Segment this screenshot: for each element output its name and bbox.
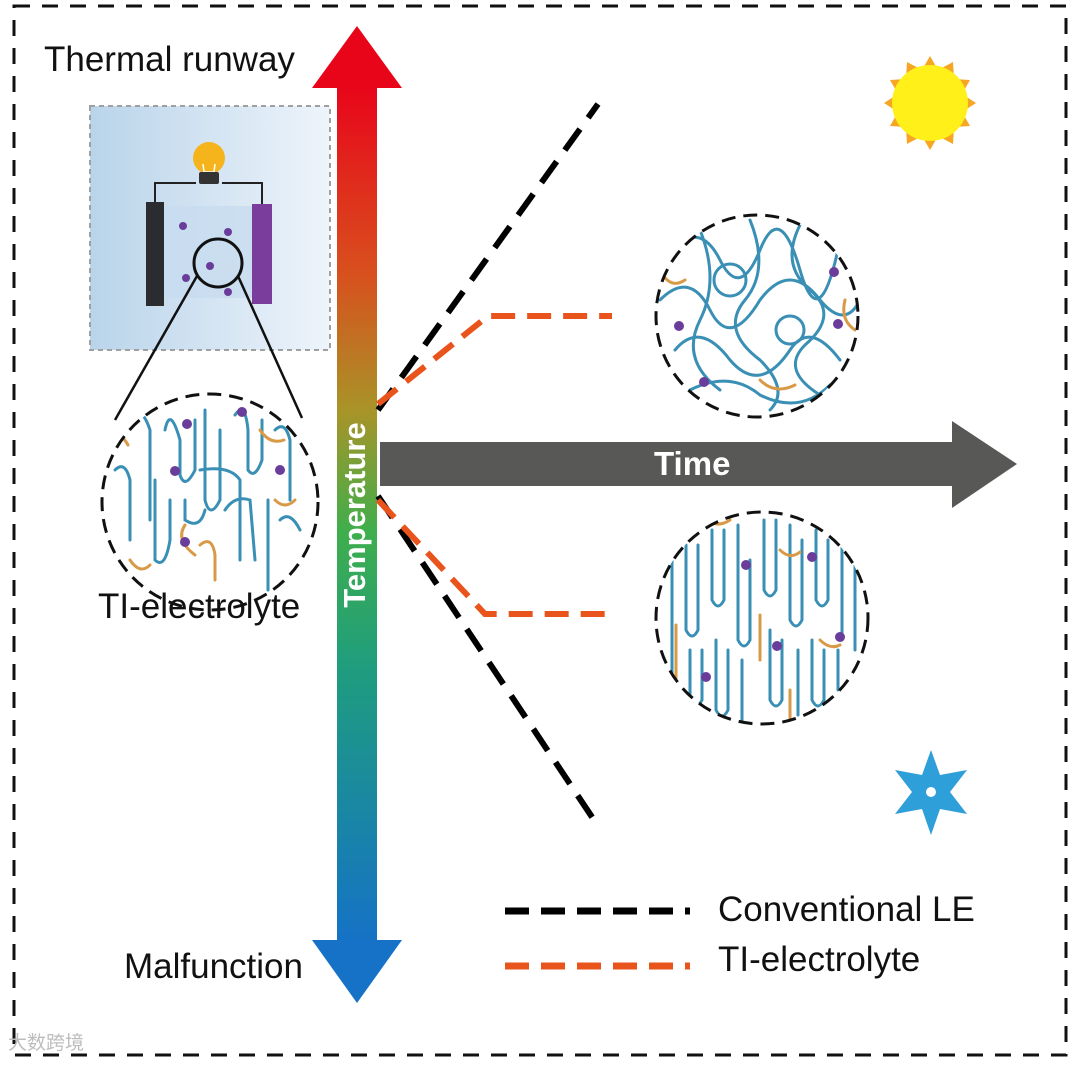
- time-arrow: [380, 421, 1017, 508]
- ti-cold-curve: [375, 497, 612, 617]
- thermal-runway-label: Thermal runway: [44, 40, 295, 79]
- malfunction-label: Malfunction: [124, 947, 303, 986]
- watermark: 大数跨境: [8, 1033, 85, 1054]
- snowflake-icon: [895, 750, 967, 835]
- ti-electrolyte-microstructure: [100, 392, 320, 612]
- conventional-hot-curve: [375, 102, 601, 412]
- battery-inset: [89, 105, 331, 351]
- sun-icon: [884, 56, 976, 150]
- hot-state-microstructure: [654, 213, 860, 419]
- ti-hot-curve: [376, 313, 612, 407]
- ti-electrolyte-caption: TI-electrolyte: [98, 587, 301, 626]
- zoom-line-left: [113, 275, 199, 421]
- zoom-line-right: [236, 275, 304, 419]
- cold-state-microstructure: [654, 510, 870, 726]
- time-axis-label: Time: [654, 445, 731, 482]
- conventional-cold-curve: [375, 494, 601, 828]
- temperature-arrow: [312, 26, 402, 1003]
- outer-frame: [12, 4, 1068, 1057]
- lightbulb-icon: [193, 142, 225, 184]
- temperature-axis-label: Temperature: [337, 422, 372, 608]
- legend-label-conventional: Conventional LE: [718, 890, 975, 929]
- legend-label-ti: TI-electrolyte: [718, 940, 921, 979]
